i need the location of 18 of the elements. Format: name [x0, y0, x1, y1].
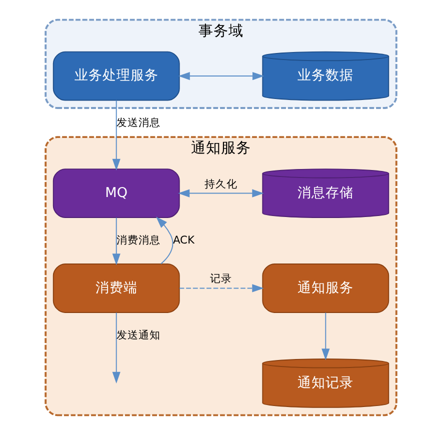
arrow	[178, 284, 264, 292]
edge-label: 发送通知	[116, 328, 160, 342]
arrow	[178, 72, 264, 80]
edge-label: 持久化	[204, 177, 237, 190]
arrow	[155, 216, 173, 264]
edge-label: 发送消息	[116, 116, 160, 130]
edge-label: 记录	[210, 272, 232, 286]
arrow	[112, 100, 120, 170]
node-box: 消费端	[52, 264, 180, 313]
node-box: MQ	[52, 168, 180, 218]
arrow	[321, 312, 330, 360]
arrow	[177, 189, 264, 198]
node-box: 业务处理服务	[52, 51, 180, 101]
edge-label: 消费消息	[116, 233, 160, 246]
arrow	[112, 312, 120, 384]
edge-label: ACK	[172, 233, 194, 246]
node-box: 通知服务	[262, 264, 389, 313]
arrow	[112, 217, 120, 266]
